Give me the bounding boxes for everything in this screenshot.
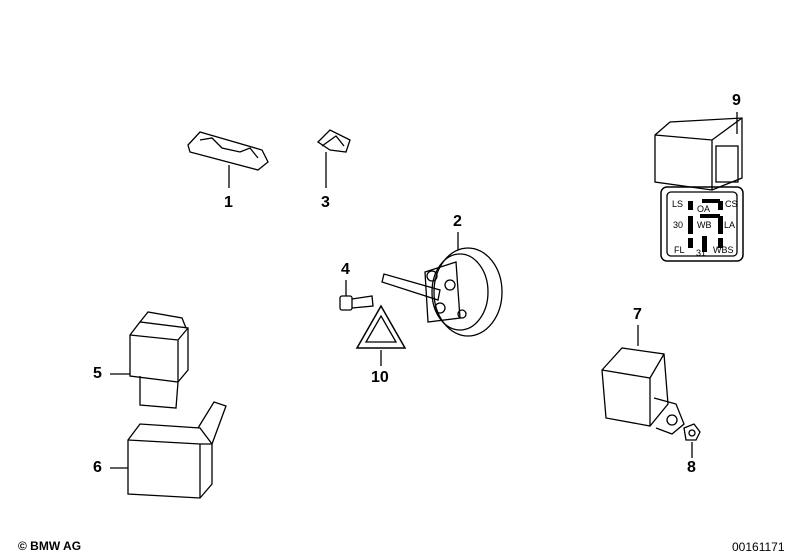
copyright: © BMW AG (18, 539, 82, 553)
relay-label-la: LA (724, 220, 736, 230)
diagram-id: 00161171 (732, 540, 785, 554)
part-4-bolt (339, 280, 374, 311)
part-1-holder (187, 131, 269, 188)
relay-label-cs: CS (725, 199, 738, 209)
relay-label-wbs: WBS (713, 245, 734, 255)
relay-label-30: 30 (673, 220, 684, 230)
part-2-horn (381, 232, 503, 337)
part-7-bracket (601, 325, 685, 435)
callout-1: 1 (224, 194, 233, 211)
relay-label-fl: FL (674, 245, 685, 255)
callout-10: 10 (371, 369, 389, 386)
relay-label-ls: LS (672, 199, 684, 209)
callout-3: 3 (321, 194, 330, 211)
part-6-cover (110, 401, 227, 499)
part-9-relay (654, 112, 744, 262)
callout-4: 4 (341, 261, 350, 278)
callout-7: 7 (633, 306, 642, 323)
callout-6: 6 (93, 459, 102, 476)
relay-label-wb: WB (697, 220, 712, 230)
part-3-clip (316, 129, 351, 188)
callout-2: 2 (453, 213, 462, 230)
part-5-unit (110, 311, 189, 409)
callout-5: 5 (93, 365, 102, 382)
callout-9: 9 (732, 92, 741, 109)
relay-label-31: 31 (696, 248, 707, 258)
callout-8: 8 (687, 459, 696, 476)
part-8-nut (683, 423, 701, 458)
part-10-warning-label (355, 304, 407, 366)
relay-label-oa: OA (697, 204, 711, 214)
